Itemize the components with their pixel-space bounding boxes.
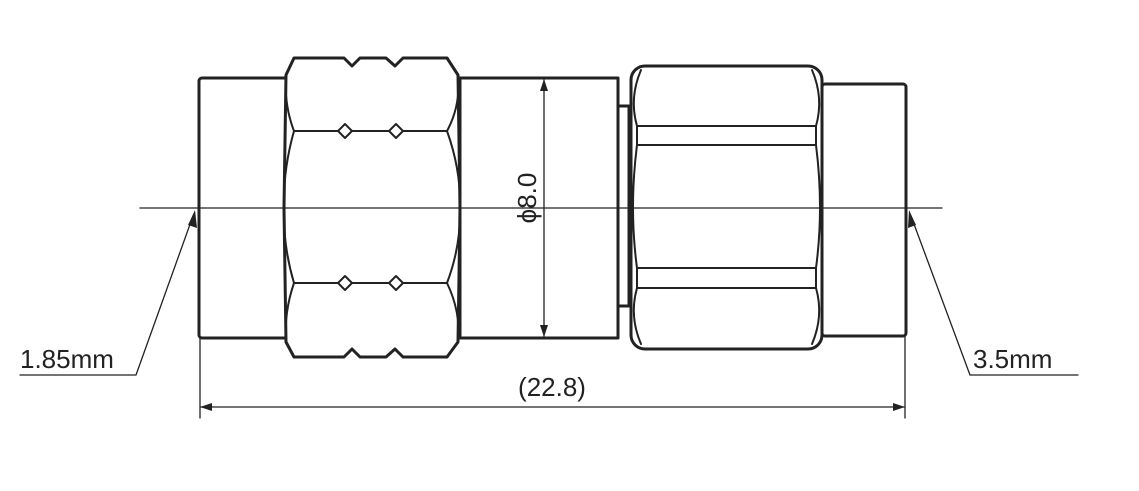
diameter-label: ϕ8.0: [512, 173, 542, 224]
flange-ring: [616, 104, 631, 308]
overall-length-label: (22.8): [518, 372, 586, 402]
left-leader-line: [19, 215, 194, 376]
left-leader-arrow: [188, 210, 197, 228]
right-leader-arrow: [908, 210, 916, 228]
right-leader-line: [910, 215, 1079, 376]
right-connector-label: 3.5mm: [973, 344, 1052, 374]
left-connector-label: 1.85mm: [20, 344, 114, 374]
right-body: [820, 82, 908, 338]
